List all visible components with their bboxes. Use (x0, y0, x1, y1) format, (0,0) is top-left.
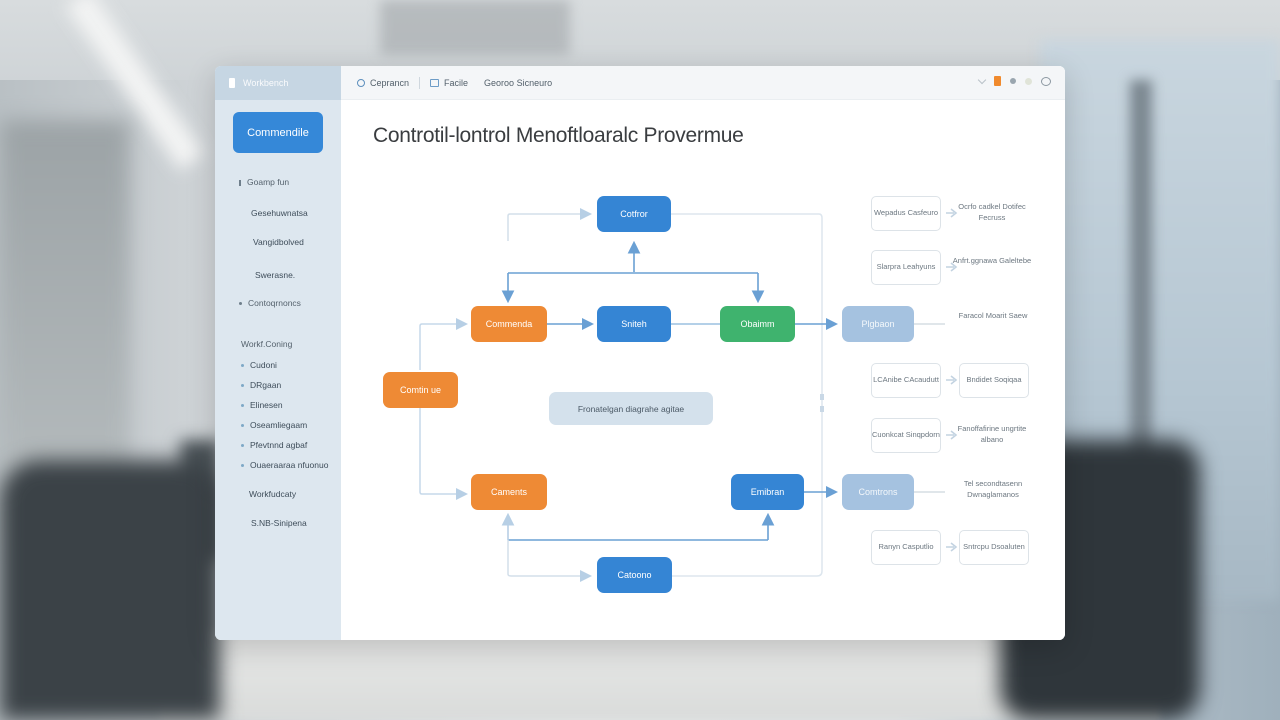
bullet-icon (241, 444, 244, 448)
bookmark-icon[interactable] (994, 76, 1001, 86)
connector (419, 318, 468, 370)
top-toolbar: Ceprancn Facile Georoo Sicneuro (341, 66, 1065, 100)
page-title: Controtil-lontrol Menoftloaralc Provermu… (373, 124, 744, 147)
node-mid-right[interactable]: Obaimm (720, 306, 795, 342)
node-left[interactable]: Comtin ue (383, 372, 458, 408)
sidebar-item[interactable]: Vangidbolved (253, 237, 304, 247)
sidebar-item[interactable]: Swerasne. (255, 270, 295, 280)
side-card[interactable]: Wepadus Casfeuro (871, 196, 941, 231)
side-card-text: Tel secondtasenn Dwnaglamanos (963, 479, 1023, 499)
sidebar-section[interactable]: Contoqrnoncs (239, 298, 301, 308)
node-bottom-left[interactable]: Caments (471, 474, 547, 510)
sidebar-footer-item[interactable]: S.NB-Sinipena (251, 518, 307, 528)
sidebar-section[interactable]: Goamp fun (239, 177, 289, 187)
sidebar-subitem[interactable]: Pfevtnnd agbaf (241, 440, 307, 450)
side-card[interactable]: Slarpra Leahyuns (871, 250, 941, 285)
side-card-text: Faracol Moarit Saew (958, 311, 1028, 320)
side-card[interactable]: Cuonkcat Sinqpdorn (871, 418, 941, 453)
sidebar-subsection-title: Workf.Coning (241, 339, 293, 349)
tab-label: Georoo Sicneuro (484, 77, 553, 88)
status-dot-icon[interactable] (1010, 78, 1016, 84)
bullet-icon (241, 404, 244, 408)
sidebar-subitem[interactable]: DRgaan (241, 380, 281, 390)
node-mid-left[interactable]: Commenda (471, 306, 547, 342)
app-brand: Workbench (243, 78, 289, 88)
toolbar-divider (419, 76, 421, 89)
node-mid-center[interactable]: Sniteh (597, 306, 671, 342)
sidebar: Workbench Commendile Goamp fun Gesehuwna… (215, 66, 341, 640)
avatar-icon[interactable] (1025, 77, 1032, 85)
chat-icon[interactable] (1041, 76, 1051, 86)
bullet-icon (241, 464, 244, 468)
bullet-icon (241, 384, 244, 388)
side-card-text: Ocrfo cadkel Dotifec Fecruss (958, 202, 1026, 222)
tab-label: Facile (444, 77, 469, 88)
sidebar-item-label: Goamp fun (247, 177, 290, 187)
connector (507, 540, 592, 582)
side-card-text: Fanoffafirine ungrtite albano (957, 424, 1027, 444)
side-card[interactable]: LCAnibe CAcaudutt (871, 363, 941, 398)
connector-marker (820, 394, 824, 400)
side-card[interactable]: Bndidet Soqiqaa (959, 363, 1029, 398)
search-icon (357, 78, 365, 87)
sidebar-item[interactable]: Gesehuwnatsa (251, 208, 308, 218)
node-bottom-output[interactable]: Comtrons (842, 474, 914, 510)
connector-marker (820, 406, 824, 412)
sidebar-subitem[interactable]: Ouaeraaraa nfuonuo (241, 460, 328, 470)
node-mid-output[interactable]: Plgbaon (842, 306, 914, 342)
arrow-right-icon (946, 262, 958, 272)
arrow-right-icon (946, 375, 958, 385)
sidebar-item-label: Vangidbolved (253, 237, 304, 247)
sheet-icon (430, 78, 440, 87)
arrow-right-icon (946, 208, 958, 218)
node-bottom-right[interactable]: Emibran (731, 474, 804, 510)
primary-action-button[interactable]: Commendile (233, 112, 323, 153)
sidebar-footer-item[interactable]: Workfudcaty (249, 489, 297, 499)
sidebar-item-label: Swerasne. (255, 270, 296, 280)
tab-general[interactable]: Georoo Sicneuro (484, 78, 552, 88)
sidebar-header: Workbench (215, 66, 341, 100)
node-top[interactable]: Cotfror (597, 196, 671, 232)
sidebar-subitem[interactable]: Elinesen (241, 400, 283, 410)
connector (419, 408, 468, 500)
sidebar-item-label: Contoqrnoncs (248, 298, 301, 308)
app-logo-icon (229, 78, 235, 88)
tab-label: Ceprancn (370, 77, 410, 88)
arrow-right-icon (946, 430, 958, 440)
bullet-icon (241, 424, 244, 428)
arrow-right-icon (946, 542, 958, 552)
bullet-icon (241, 364, 244, 368)
diagram-note: Fronatelgan diagrahe agitae (549, 392, 713, 425)
sidebar-item-label: Gesehuwnatsa (251, 208, 308, 218)
tab-file[interactable]: Facile (430, 78, 468, 88)
toolbar-right-icons (977, 75, 1051, 86)
app-window: Workbench Commendile Goamp fun Gesehuwna… (215, 66, 1065, 640)
tab-search[interactable]: Ceprancn (357, 78, 409, 88)
side-card[interactable]: Sntrcpu Dsoaluten (959, 530, 1029, 565)
connector (507, 208, 592, 241)
flow-diagram: Cotfror Commenda Sniteh Obaimm Plgbaon C… (215, 66, 1065, 640)
sidebar-subitem[interactable]: Cudoni (241, 360, 277, 370)
node-bottom[interactable]: Catoono (597, 557, 672, 593)
side-card[interactable]: Ranyn Casputlio (871, 530, 941, 565)
sidebar-subitem[interactable]: Oseamliegaam (241, 420, 307, 430)
side-card-text: Anfrt.ggnawa Galeltebe (952, 256, 1032, 265)
